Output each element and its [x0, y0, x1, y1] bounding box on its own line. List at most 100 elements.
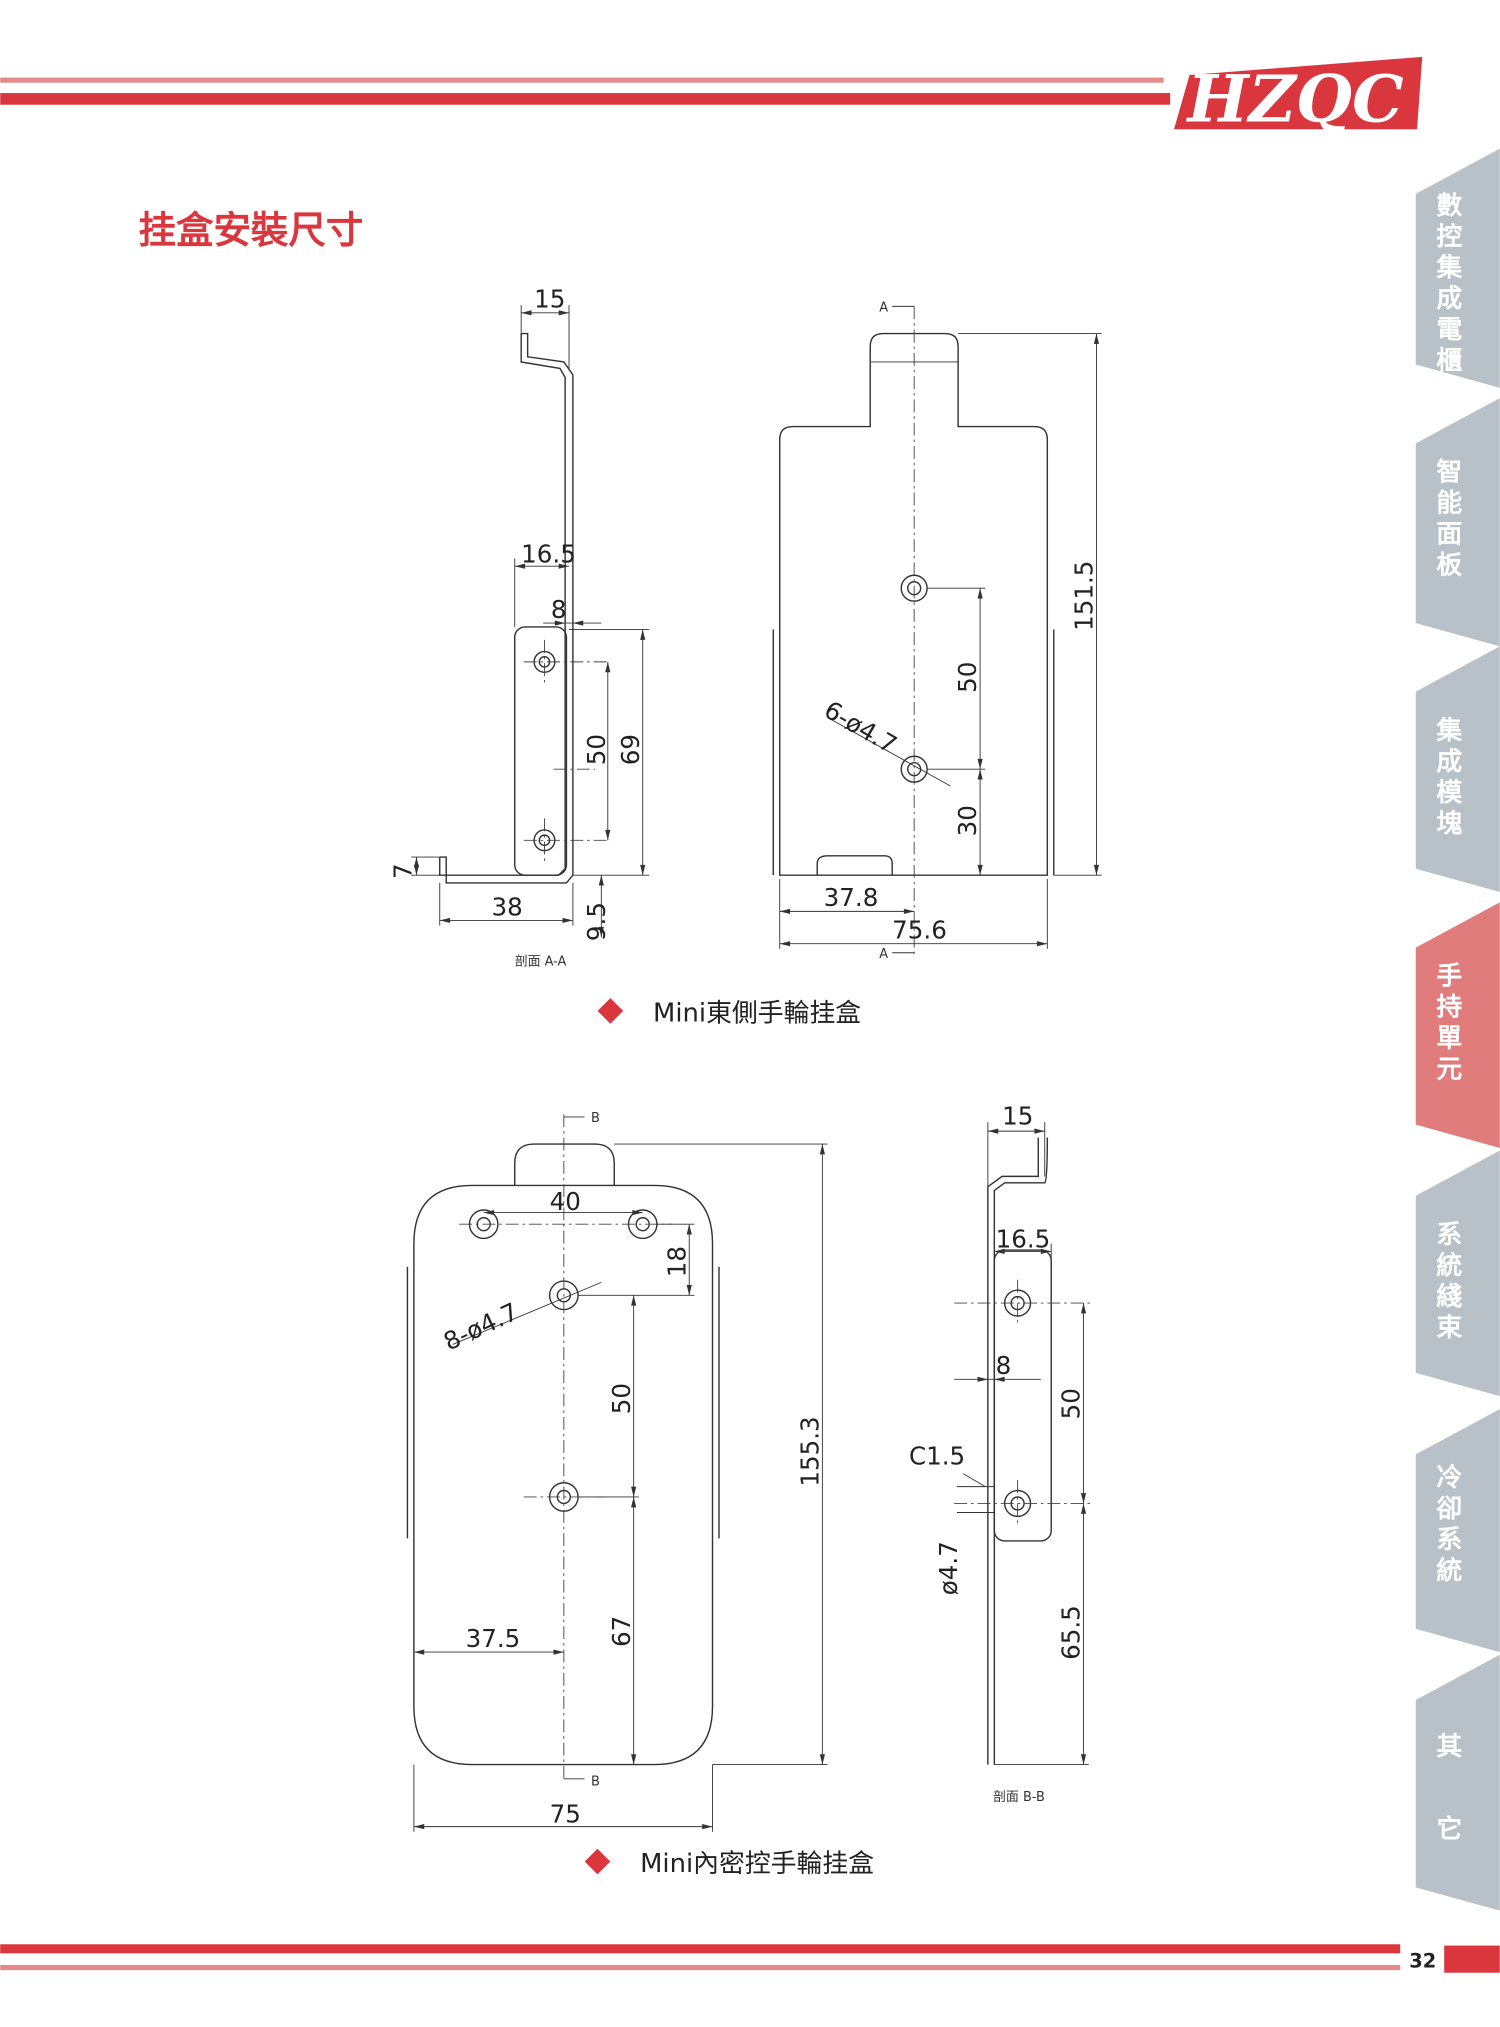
footer-line-thin [0, 1964, 1401, 1971]
arrowhead [558, 310, 570, 316]
caption-2: Mini內密控手輪挂盒 [584, 1848, 874, 1879]
arrowhead [903, 908, 915, 914]
dim-label: 30 [953, 805, 982, 836]
arrowhead [977, 769, 983, 780]
page-title: 挂盒安裝尺寸 [139, 208, 364, 252]
side-tab-2[interactable] [1415, 398, 1500, 647]
arrowhead [1080, 1754, 1087, 1765]
dim-label: 75 [550, 1800, 581, 1829]
arrowhead [977, 1376, 988, 1382]
dim-label: 37.5 [466, 1624, 521, 1653]
arrowhead [558, 563, 570, 569]
arrowhead [514, 563, 526, 569]
dim-label: 15 [1002, 1102, 1033, 1131]
side-tab-6[interactable] [1415, 1409, 1500, 1653]
arrowhead [779, 941, 791, 947]
side-tab-label[interactable]: 冷卻系統 [1432, 1463, 1463, 1587]
side-tab-4[interactable] [1415, 902, 1500, 1148]
side-tab-7[interactable] [1415, 1654, 1500, 1911]
footer: 32 [0, 1944, 1500, 1973]
side-tab-label[interactable]: 集成模塊 [1432, 715, 1463, 840]
arrowhead [686, 1284, 692, 1296]
dim-label: 9.5 [582, 902, 611, 941]
dim-label: 8 [551, 595, 567, 624]
arrowhead [977, 758, 983, 770]
dim-label: 50 [953, 662, 982, 693]
dim-label: 8 [996, 1351, 1012, 1380]
side-tab-1[interactable] [1415, 148, 1500, 388]
arrowhead [819, 1144, 825, 1155]
arrowhead [686, 1224, 692, 1235]
section-label: 剖面 A-A [515, 955, 567, 970]
section-mark: A [879, 947, 888, 962]
arrowhead [702, 1824, 713, 1830]
section-mark: B [591, 1774, 600, 1789]
dim-label: 37.8 [824, 883, 879, 912]
arrowhead [413, 1649, 425, 1655]
arrowhead [483, 1209, 495, 1216]
dim-label: 6-ø4.7 [819, 695, 902, 759]
drawing-a-front [772, 305, 1055, 957]
arrowhead [631, 1496, 637, 1508]
page-number: 32 [1409, 1950, 1436, 1973]
header-line-thin [0, 77, 1164, 83]
side-tabs: 數控集成電櫃 智能面板 集成模塊 手持單元 系統綫束 冷卻系統 其它 [1415, 148, 1500, 1911]
drawing-a-section [439, 332, 608, 884]
caption-text: Mini內密控手輪挂盒 [640, 1849, 874, 1879]
arrowhead [632, 1209, 643, 1216]
arrowhead [598, 926, 604, 938]
side-tab-label[interactable]: 其它 [1432, 1732, 1462, 1898]
dim-label: 16.5 [996, 1224, 1051, 1253]
arrowhead [631, 1295, 637, 1306]
tab-shapes [1415, 148, 1500, 1911]
dim-label: 75.6 [892, 916, 947, 945]
arrowhead [1080, 1503, 1087, 1514]
dim-label: 155.3 [796, 1416, 825, 1486]
arrowhead [605, 661, 611, 673]
dim-label: 69 [616, 734, 645, 765]
arrowhead [1093, 864, 1100, 876]
side-tab-label[interactable]: 智能面板 [1432, 457, 1462, 581]
side-tab-label[interactable]: 數控集成電櫃 [1432, 191, 1463, 377]
side-tab-label[interactable]: 系統綫束 [1432, 1220, 1462, 1344]
arrowhead [1080, 1493, 1087, 1504]
arrowhead [977, 864, 983, 876]
dim-label: 151.5 [1070, 561, 1099, 631]
caption-text: Mini東側手輪挂盒 [653, 998, 861, 1028]
arrowhead [987, 1128, 999, 1134]
dim-label: 18 [662, 1246, 691, 1277]
header-line-thick [0, 93, 1171, 105]
side-tab-label[interactable]: 手持單元 [1432, 962, 1462, 1086]
dim-label: 65.5 [1057, 1605, 1086, 1660]
arrowhead [1040, 1248, 1052, 1254]
arrowhead [819, 1754, 825, 1765]
dim-label: 16.5 [521, 539, 576, 568]
arrowhead [640, 629, 646, 640]
arrowhead [994, 1248, 1005, 1254]
dim-label: C1.5 [909, 1442, 965, 1471]
arrowhead [640, 864, 646, 876]
arrowhead [631, 1754, 637, 1765]
dim-label: 50 [1057, 1388, 1086, 1419]
arrowhead [977, 588, 983, 599]
side-tab-3[interactable] [1415, 646, 1500, 892]
caption-1: Mini東側手輪挂盒 [597, 998, 861, 1028]
arrowhead [554, 620, 566, 626]
arrowhead [439, 917, 451, 924]
footer-line-thick [0, 1944, 1401, 1954]
logo-text: HZQC [1186, 62, 1404, 138]
dim-label: 67 [607, 1616, 636, 1647]
arrowhead [413, 1824, 425, 1830]
arrowhead [521, 310, 532, 316]
arrowhead [994, 1376, 1005, 1382]
arrowhead [572, 620, 584, 626]
hzqc-logo: HZQC [1174, 56, 1423, 138]
arrowhead [605, 829, 611, 841]
section-mark: A [879, 301, 888, 316]
dim-label: 40 [550, 1187, 581, 1216]
arrowhead [1080, 1303, 1087, 1314]
dim-label: ø4.7 [934, 1541, 963, 1595]
diamond-bullet-icon [597, 998, 624, 1024]
side-tab-5[interactable] [1415, 1150, 1500, 1397]
